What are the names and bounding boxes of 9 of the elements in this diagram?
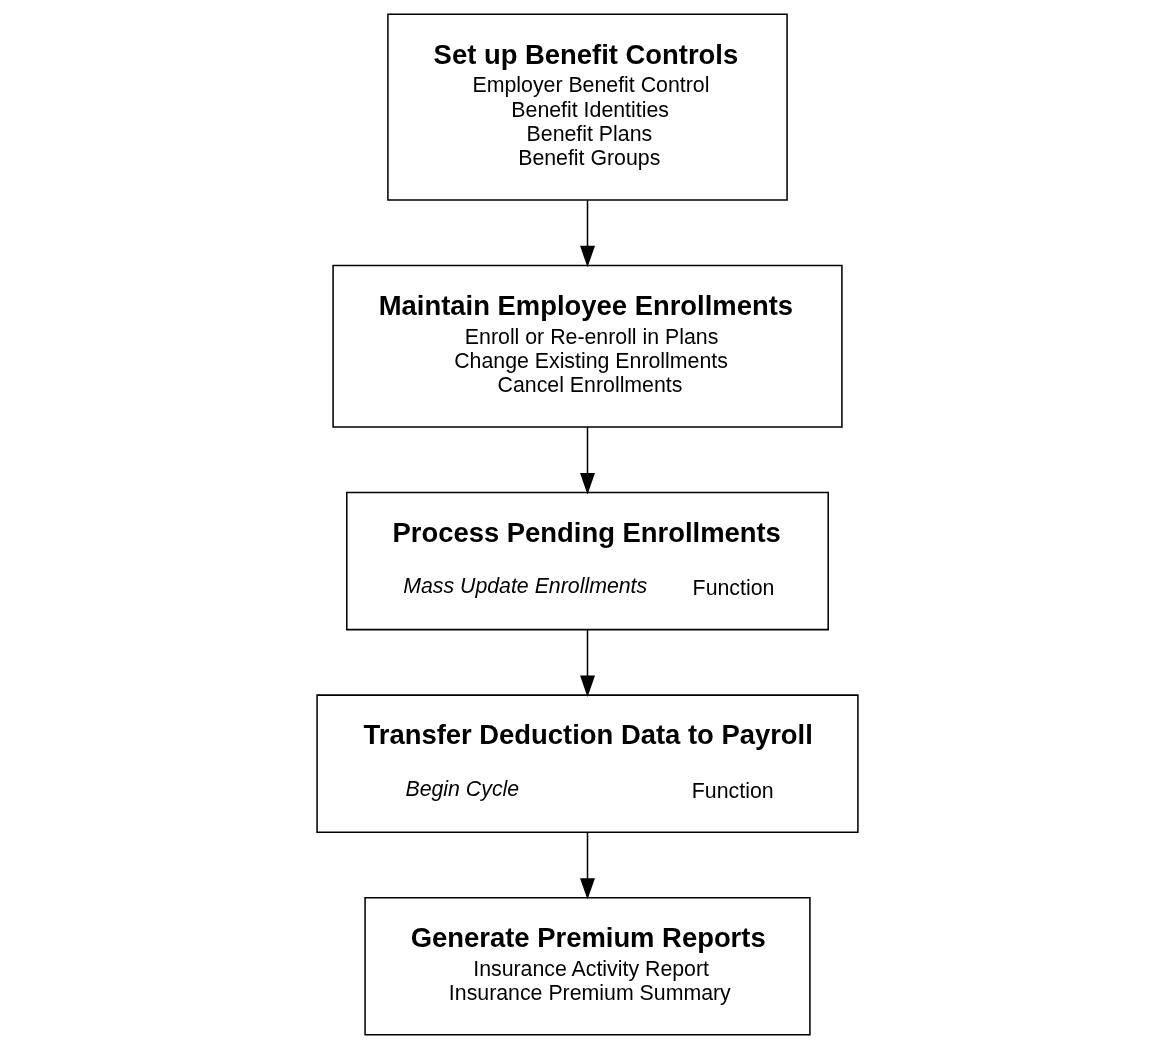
node-box: Process Pending Enrollments Mass Update Enrollments Function [346,491,829,631]
arrow [580,199,595,268]
node-box: Maintain Employee Enrollments Enroll or Re-enroll in Plans Change Existing Enrollments Cancel Enrollments [332,264,843,428]
node-box: Set up Benefit Controls Employer Benefit Control Benefit Identities Benefit Plans Benefit Groups [387,13,788,201]
node-box: Transfer Deduction Data to Payroll Begin Cycle Function [316,694,859,833]
arrow [580,832,595,900]
arrow [580,426,595,495]
arrow [580,629,595,697]
node-box: Generate Premium Reports Insurance Activity Report Insurance Premium Summary [364,897,811,1036]
